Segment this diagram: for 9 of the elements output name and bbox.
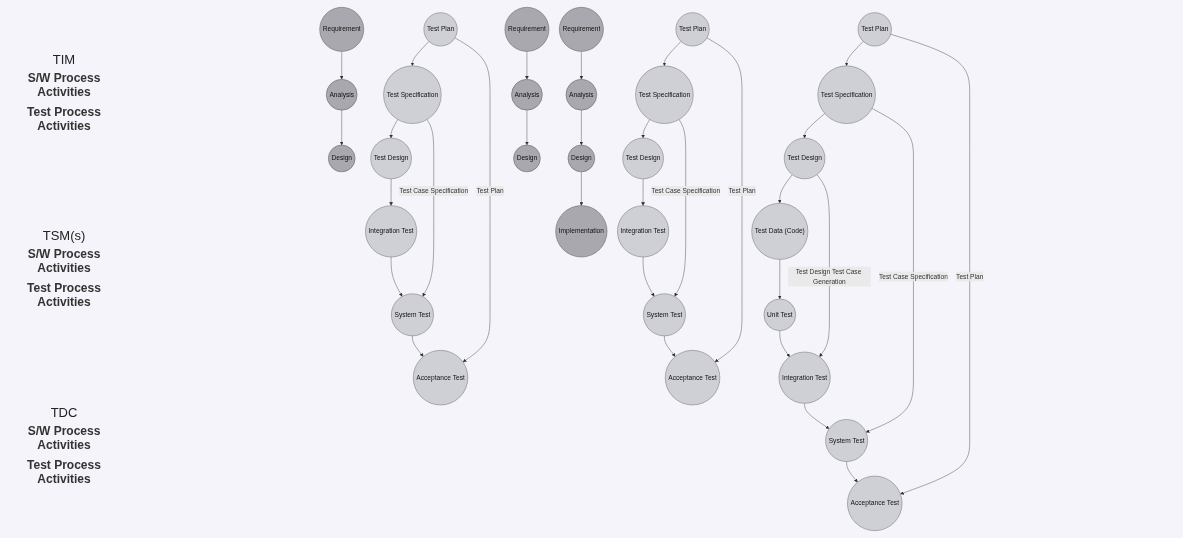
panel-title: TIM [52,51,76,67]
column-heading: Test Process Activities [26,104,102,133]
column-heading: S/W Process Activities [26,424,102,453]
column-heading: S/W Process Activities [26,247,102,276]
column-heading: Test Process Activities [26,281,102,310]
panel-title: TDC [50,405,78,421]
panel-title: TSM(s) [42,228,86,244]
column-heading: S/W Process Activities [26,70,102,99]
column-heading: Test Process Activities [26,458,102,487]
